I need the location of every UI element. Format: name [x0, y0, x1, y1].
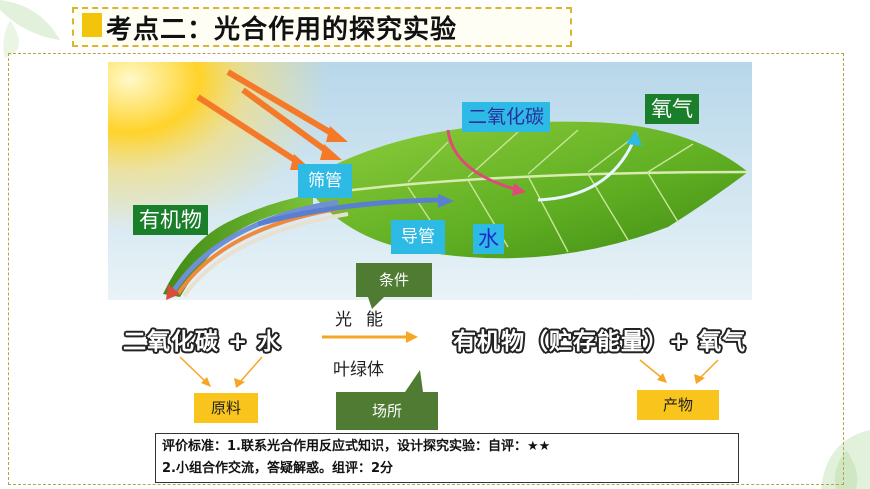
leaf-illustration [108, 62, 752, 300]
raw-material-box: 原料 [194, 393, 258, 423]
sunlight-arrows [196, 69, 348, 170]
title-frame [72, 7, 572, 47]
product-box: 产物 [637, 390, 719, 420]
corner-leaf-decoration [0, 0, 60, 58]
title-marker [82, 13, 102, 37]
content-frame [8, 53, 844, 485]
chloroplast-text: 叶绿体 [333, 360, 384, 380]
organic-matter-label: 有机物 [133, 205, 208, 235]
page-title: 考点二：光合作用的探究实验 [106, 15, 458, 45]
equation-reactants: 二氧化碳 + 水 [123, 329, 282, 355]
sieve-tube-label: 筛管 [298, 164, 352, 198]
oxygen-label: 氧气 [645, 94, 699, 124]
condition-box: 条件 [356, 263, 432, 297]
criteria-line-2: 2.小组合作交流，答疑解惑。组评：2分 [162, 461, 394, 476]
carbon-dioxide-label: 二氧化碳 [462, 102, 551, 132]
site-box: 场所 [336, 392, 438, 430]
corner-leaf-decoration [821, 430, 870, 489]
vessel-label: 导管 [391, 220, 445, 254]
light-energy-text: 光能 [335, 310, 397, 330]
equation-products: 有机物（贮存能量）+ 氧气 [453, 329, 747, 355]
water-label: 水 [473, 224, 504, 254]
evaluation-criteria-box: 评价标准：1.联系光合作用反应式知识，设计探究实验：自评：★★ 2.小组合作交流… [155, 433, 739, 483]
criteria-line-1: 评价标准：1.联系光合作用反应式知识，设计探究实验：自评：★★ [162, 439, 551, 454]
